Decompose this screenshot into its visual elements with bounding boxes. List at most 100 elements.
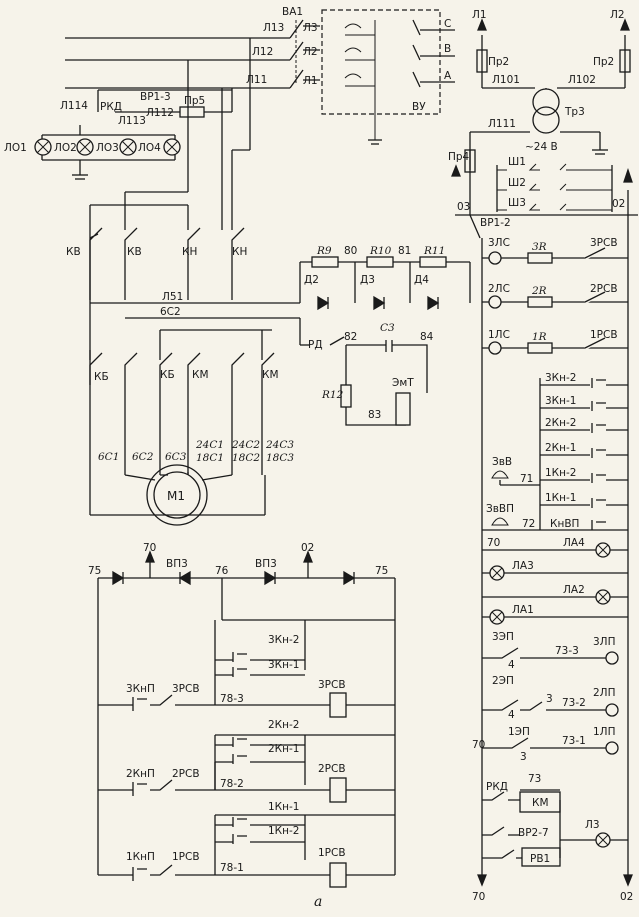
relay-rkd-bottom: РКД: [486, 781, 508, 793]
switch-2ep-label: 2ЭП: [492, 675, 514, 687]
relay-group-2: [98, 734, 395, 803]
socket-sh1: Ш1: [508, 156, 526, 168]
signal-rows: [482, 246, 628, 355]
node-70-ep: 70: [472, 739, 485, 751]
lamp-lo2-label: ЛО2: [54, 142, 77, 154]
lamp-1ls-label: 1ЛС: [488, 329, 510, 341]
btn-3kn1: 3Кн-1: [545, 395, 576, 407]
res-r11-label: R11: [423, 245, 445, 257]
label-l113: Л113: [118, 115, 146, 127]
node-73-2: 73-2: [562, 697, 586, 709]
label-l102: Л102: [568, 74, 596, 86]
lamp-2lp-label: 2ЛП: [593, 687, 615, 699]
g1-rsv: 1РСВ: [172, 851, 200, 863]
g1-btn-1: 1Кн-1: [268, 801, 299, 813]
label-l114: Л114: [60, 100, 88, 112]
node-73-3: 73-3: [555, 645, 579, 657]
lamp-la3-label: ЛА3: [512, 560, 534, 572]
label-l112: Л112: [146, 107, 174, 119]
ep-rows: [482, 647, 619, 755]
diode-d4-label: Д4: [414, 274, 429, 286]
vu-unit: [321, 9, 455, 145]
lamp-1lp-label: 1ЛП: [593, 726, 615, 738]
ep2-n3: 3: [546, 693, 553, 705]
g3-rsv: 3РСВ: [172, 683, 200, 695]
lamp-la1-label: ЛА1: [512, 604, 534, 616]
res-3r-label: 3R: [532, 241, 547, 253]
g3-btn-2: 3Кн-1: [268, 659, 299, 671]
diode-vp3-left: ВП3: [166, 558, 188, 570]
vu-phase-a: А: [444, 70, 452, 82]
bottom-diode-bridge: [97, 550, 396, 875]
label-l1-top: Л1: [472, 9, 487, 21]
vu-term-l3: Л3: [303, 22, 318, 34]
lamp-la2-label: ЛА2: [563, 584, 585, 596]
node-84: 84: [420, 331, 434, 343]
g3-knp: 3КнП: [126, 683, 155, 695]
node-72: 72: [522, 518, 535, 530]
diode-d3-label: Д3: [360, 274, 375, 286]
cap-c3-label: С3: [380, 322, 395, 334]
relay-rv1-label: РВ1: [530, 853, 550, 865]
socket-sh3: Ш3: [508, 197, 526, 209]
relay-3rsv-label: 3РСВ: [590, 237, 618, 249]
lamp-2ls-label: 2ЛС: [488, 283, 510, 295]
incoming-lines: [65, 19, 320, 89]
fuse-pr2-left: Пр2: [488, 56, 509, 68]
node-83: 83: [368, 409, 381, 421]
btn-2kn2: 2Кн-2: [545, 417, 576, 429]
label-vr13: ВР1-3: [140, 91, 171, 103]
transformer-tr3-label: Тр3: [564, 106, 585, 118]
label-l2-top: Л2: [610, 9, 625, 21]
term-24c2: 24С2: [231, 439, 260, 451]
lamp-lo4-label: ЛО4: [138, 142, 161, 154]
bus-02-bottom: 02: [620, 891, 633, 903]
lamp-l3-label: Л3: [585, 819, 600, 831]
right-bus: [477, 167, 633, 887]
voltage-24v: ~24 В: [525, 141, 558, 153]
node-02-bottom: 02: [301, 542, 314, 554]
btn-1kn2: 1Кн-2: [545, 467, 576, 479]
relay-group-3: [98, 620, 395, 718]
term-18c3: 18С3: [266, 452, 294, 464]
line-l13-label: Л13: [263, 22, 284, 34]
lamps-lo: [34, 138, 181, 156]
relay-rd-label: РД: [308, 339, 323, 351]
node-80: 80: [344, 245, 357, 257]
node-76: 76: [215, 565, 229, 577]
contact-kv-2: КВ: [127, 246, 142, 258]
label-l101: Л101: [492, 74, 520, 86]
label-rkd-top: РКД: [100, 101, 122, 113]
g1-btn-2: 1Кн-2: [268, 825, 299, 837]
node-02-top: 02: [612, 198, 625, 210]
bus-70-bottom: 70: [472, 891, 485, 903]
node-70-right: 70: [487, 537, 500, 549]
term-24c1: 24С1: [195, 439, 224, 451]
motor-m1-label: М1: [167, 489, 185, 503]
power-circuit: [89, 38, 310, 526]
contact-km-2: КМ: [262, 369, 279, 381]
transformer-block: [451, 18, 631, 177]
lamp-lo3-label: ЛО3: [96, 142, 119, 154]
g2-btn-2: 2Кн-1: [268, 743, 299, 755]
contact-kn-2: КН: [232, 246, 247, 258]
node-73-1: 73-1: [562, 735, 586, 747]
line-l11-label: Л11: [246, 74, 267, 86]
switch-1ep-label: 1ЭП: [508, 726, 530, 738]
diode-d2-label: Д2: [304, 274, 319, 286]
g3-coil: 3РСВ: [318, 679, 346, 691]
contact-km-1: КМ: [192, 369, 209, 381]
rkd-block: [482, 789, 628, 867]
node-71: 71: [520, 473, 533, 485]
node-73: 73: [528, 773, 541, 785]
node-75-left: 75: [88, 565, 101, 577]
node-81: 81: [398, 245, 411, 257]
contact-kv-1: КВ: [66, 246, 81, 258]
res-2r-label: 2R: [531, 285, 547, 297]
contact-kb-1: КБ: [94, 371, 109, 383]
res-r10-label: R10: [369, 245, 392, 257]
res-r9-label: R9: [316, 245, 332, 257]
label-6c2-bus: 6С2: [160, 306, 181, 318]
term-18c1: 18С1: [196, 452, 224, 464]
